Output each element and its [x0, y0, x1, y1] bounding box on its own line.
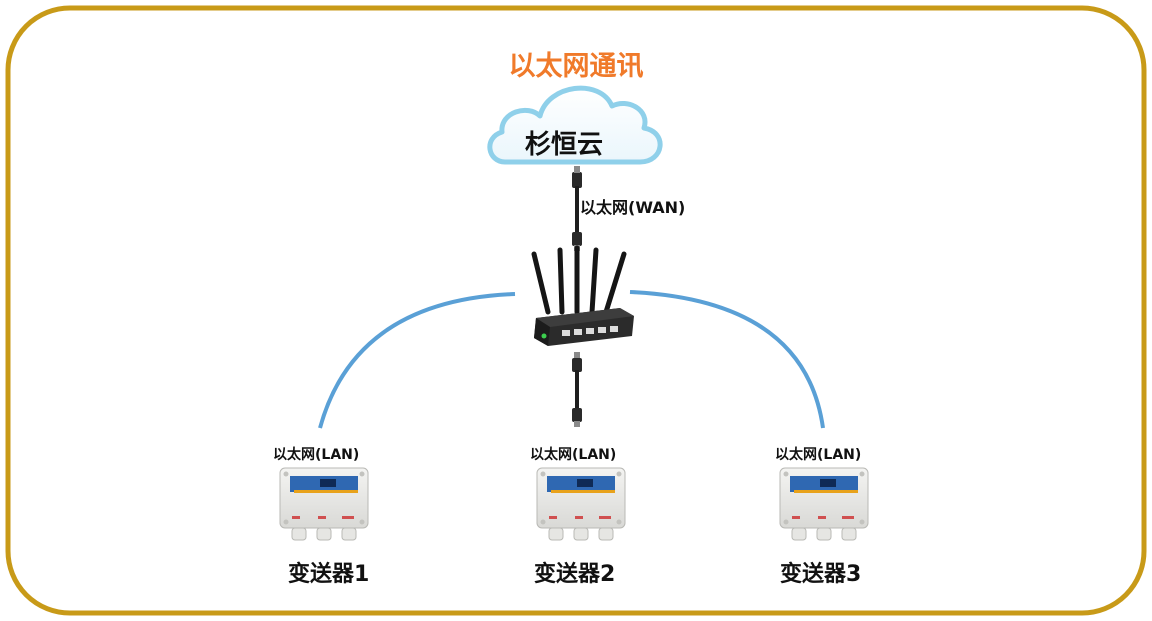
link-to-device-3 — [629, 290, 825, 429]
lan-label-3: 以太网(LAN) — [775, 447, 862, 463]
wan-label: 以太网(WAN) — [580, 198, 686, 217]
transmitter-icon — [536, 467, 626, 541]
transmitter-icon — [279, 467, 369, 541]
cloud-icon — [487, 85, 663, 165]
lan-label-2: 以太网(LAN) — [530, 447, 617, 463]
link-to-device-1 — [318, 292, 516, 429]
lan-label-1: 以太网(LAN) — [273, 447, 360, 463]
transmitter-icon — [779, 467, 869, 541]
router-icon — [531, 245, 634, 346]
cloud-label: 杉恒云 — [524, 130, 603, 160]
device-name-1: 变送器1 — [288, 562, 370, 587]
device-name-2: 变送器2 — [534, 562, 616, 587]
diagram-title: 以太网通讯 — [508, 51, 644, 82]
device-name-3: 变送器3 — [780, 562, 862, 587]
lan-cable — [572, 352, 582, 427]
